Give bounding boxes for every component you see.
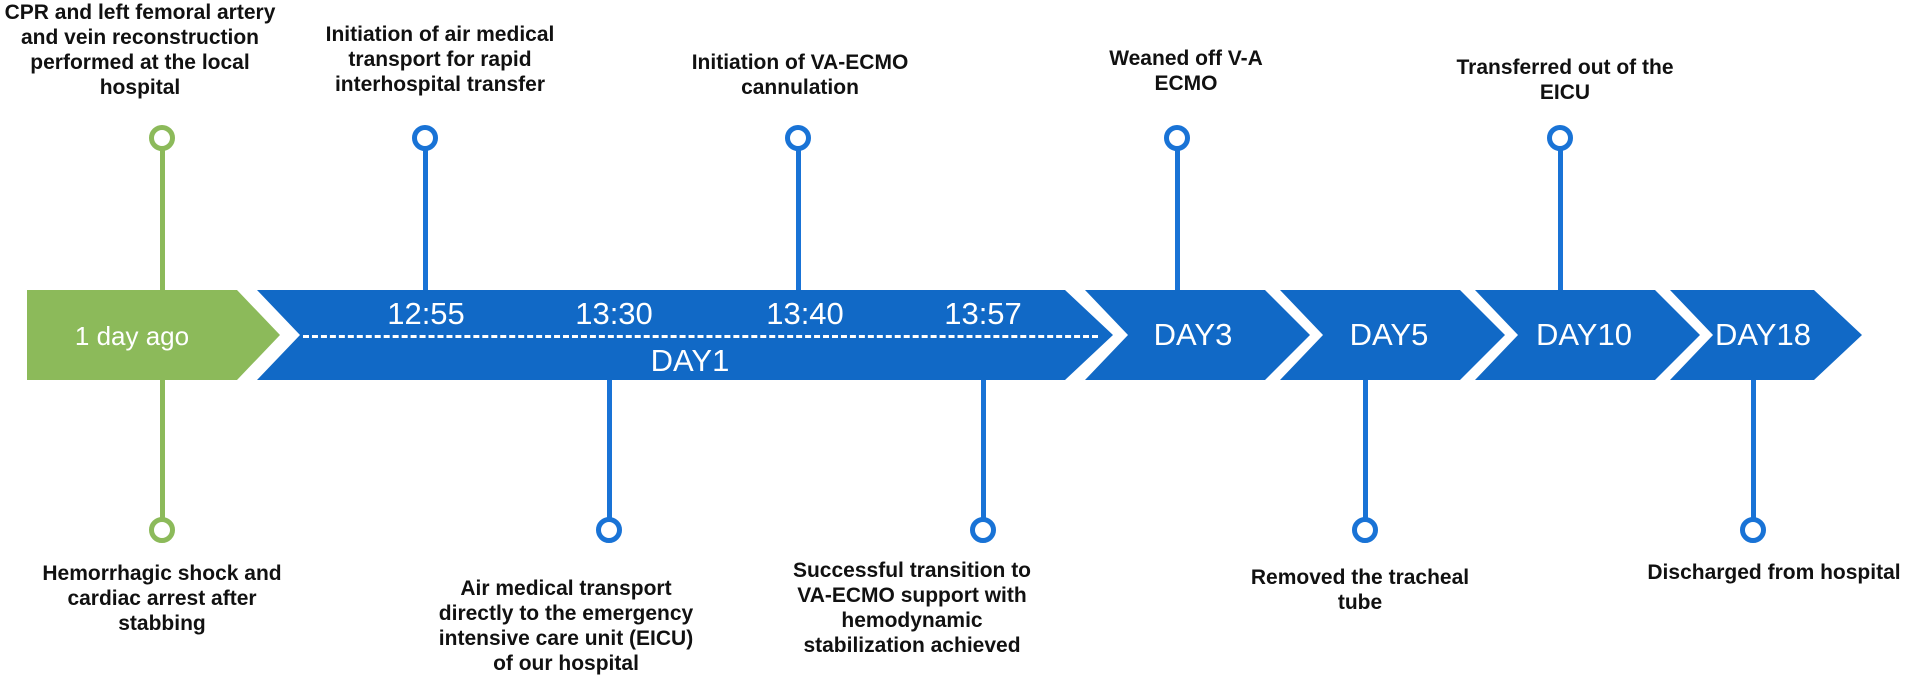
- label-air-transport-eicu: Air medical transport directly to the em…: [438, 577, 694, 675]
- label-air-transport-initiation: Initiation of air medical transport for …: [325, 23, 555, 96]
- band-label-day5: DAY5: [1349, 317, 1429, 352]
- marker-dot: [412, 125, 438, 151]
- marker-stem: [796, 150, 801, 290]
- band-time-1357: 13:57: [944, 296, 1022, 331]
- band-label-day1: DAY1: [650, 343, 730, 378]
- label-va-ecmo-transition: Successful transition to VA-ECMO support…: [792, 559, 1032, 657]
- label-va-ecmo-cannulation: Initiation of VA-ECMO cannulation: [691, 51, 909, 99]
- marker-dot: [970, 517, 996, 543]
- marker-stem: [1363, 380, 1368, 518]
- marker-stem: [160, 380, 165, 518]
- marker-stem: [423, 150, 428, 290]
- band-time-1330: 13:30: [575, 296, 653, 331]
- marker-dot: [149, 125, 175, 151]
- marker-dot: [1740, 517, 1766, 543]
- label-hemorrhagic-shock: Hemorrhagic shock and cardiac arrest aft…: [42, 562, 282, 635]
- marker-stem: [1558, 150, 1563, 290]
- segment-1-day-ago: [27, 290, 280, 380]
- label-weaned-off-ecmo: Weaned off V-A ECMO: [1109, 47, 1263, 95]
- marker-stem: [160, 150, 165, 290]
- band-time-1255: 12:55: [387, 296, 465, 331]
- marker-stem: [1751, 380, 1756, 518]
- marker-dot: [596, 517, 622, 543]
- band-label-day3: DAY3: [1153, 317, 1233, 352]
- marker-stem: [1175, 150, 1180, 290]
- marker-dot: [1547, 125, 1573, 151]
- marker-dot: [1164, 125, 1190, 151]
- label-discharged: Discharged from hospital: [1647, 561, 1901, 584]
- marker-dot: [1352, 517, 1378, 543]
- label-tracheal-tube-removed: Removed the tracheal tube: [1250, 566, 1470, 614]
- day1-dashed-divider: [303, 335, 1098, 338]
- marker-stem: [981, 380, 986, 518]
- marker-dot: [149, 517, 175, 543]
- marker-stem: [607, 380, 612, 518]
- label-cpr-reconstruction: CPR and left femoral artery and vein rec…: [4, 1, 276, 99]
- band-time-1340: 13:40: [766, 296, 844, 331]
- band-label-1-day-ago: 1 day ago: [74, 321, 190, 351]
- label-transferred-out-eicu: Transferred out of the EICU: [1456, 56, 1674, 104]
- marker-dot: [785, 125, 811, 151]
- band-label-day10: DAY10: [1536, 317, 1632, 352]
- band-label-day18: DAY18: [1715, 317, 1811, 352]
